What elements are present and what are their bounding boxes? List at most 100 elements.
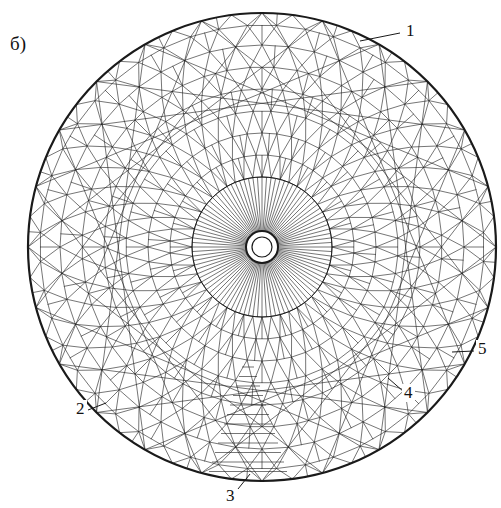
net-cable xyxy=(133,291,140,307)
net-cable xyxy=(172,145,192,157)
net-cable xyxy=(145,44,164,48)
net-cable xyxy=(331,172,348,187)
net-cable xyxy=(244,337,247,360)
net-cable xyxy=(375,307,384,322)
net-cable xyxy=(105,390,119,404)
net-cable xyxy=(175,277,180,288)
net-cable xyxy=(221,70,227,94)
net-cable xyxy=(112,343,136,347)
net-cable xyxy=(305,442,314,465)
net-cable xyxy=(192,247,246,248)
net-cable xyxy=(362,72,364,97)
net-cable xyxy=(345,288,368,291)
net-cable xyxy=(194,129,205,148)
net-cable xyxy=(277,25,289,46)
net-cable xyxy=(129,203,134,220)
net-cable xyxy=(173,223,194,229)
net-cable xyxy=(427,393,428,412)
net-cable xyxy=(306,125,323,142)
net-cable xyxy=(275,208,320,238)
net-cable xyxy=(360,446,379,450)
net-cable xyxy=(139,72,161,87)
net-cable xyxy=(274,67,283,90)
net-cable xyxy=(423,158,443,168)
net-cable xyxy=(262,13,488,308)
net-cable xyxy=(323,316,338,333)
net-cable xyxy=(292,330,303,335)
net-cable xyxy=(262,449,277,469)
net-cable xyxy=(59,130,63,149)
net-cable xyxy=(218,357,232,376)
net-cable xyxy=(106,157,125,168)
net-cable xyxy=(268,339,277,360)
net-cable xyxy=(253,382,271,383)
net-cable xyxy=(422,124,437,146)
net-cable xyxy=(129,274,134,291)
net-cable xyxy=(278,247,332,248)
net-cable xyxy=(268,134,277,155)
net-cable xyxy=(204,256,249,286)
net-cable xyxy=(60,235,82,247)
net-cable xyxy=(278,242,332,246)
net-cable xyxy=(331,253,353,256)
net-cable xyxy=(256,133,262,155)
net-cable xyxy=(126,247,148,248)
net-cable xyxy=(412,146,437,148)
net-cable xyxy=(162,372,166,396)
net-cable xyxy=(320,417,339,433)
net-cable xyxy=(405,101,429,105)
net-cable xyxy=(133,203,152,217)
net-cable xyxy=(29,231,41,233)
net-cable xyxy=(160,288,180,298)
net-cable xyxy=(213,198,251,236)
net-cable xyxy=(175,217,195,228)
net-cable xyxy=(116,168,125,187)
net-cable xyxy=(256,338,268,339)
net-cable xyxy=(415,200,436,206)
net-cable xyxy=(280,158,286,179)
net-cable xyxy=(104,237,126,238)
net-cable xyxy=(238,158,244,179)
net-cable xyxy=(349,277,370,284)
net-cable xyxy=(140,171,149,186)
net-cable xyxy=(235,182,256,232)
net-cable xyxy=(280,160,291,180)
net-cable xyxy=(331,256,352,265)
net-cable xyxy=(354,253,375,262)
net-cable xyxy=(44,195,67,204)
net-cable xyxy=(360,44,379,48)
net-cable xyxy=(305,465,322,473)
net-cable xyxy=(461,130,465,149)
net-cable xyxy=(292,334,306,352)
net-cable xyxy=(374,120,390,136)
net-cable xyxy=(135,120,151,136)
net-cable xyxy=(323,316,343,327)
net-cable xyxy=(244,134,247,157)
net-cable xyxy=(349,265,352,277)
net-cable xyxy=(333,25,337,36)
net-cable xyxy=(40,204,44,233)
net-cable xyxy=(262,317,263,339)
net-cable xyxy=(363,72,385,87)
net-cable xyxy=(181,157,192,167)
net-cable xyxy=(238,315,244,336)
net-cable xyxy=(330,228,353,229)
net-cable xyxy=(277,229,329,243)
net-cable xyxy=(244,157,253,178)
net-cable xyxy=(172,134,186,145)
net-cable xyxy=(62,195,67,221)
net-cable xyxy=(193,178,202,187)
net-cable xyxy=(218,352,219,375)
net-cable xyxy=(457,176,472,195)
net-cable xyxy=(449,170,457,195)
net-cable xyxy=(44,204,61,221)
net-cable xyxy=(379,44,427,412)
net-cable xyxy=(28,21,323,247)
net-cable xyxy=(415,282,439,288)
net-cable xyxy=(273,258,311,296)
net-cable xyxy=(211,323,221,329)
net-cable xyxy=(277,134,280,157)
net-cable xyxy=(157,277,175,291)
net-cable xyxy=(397,238,398,256)
net-cable xyxy=(341,384,352,403)
